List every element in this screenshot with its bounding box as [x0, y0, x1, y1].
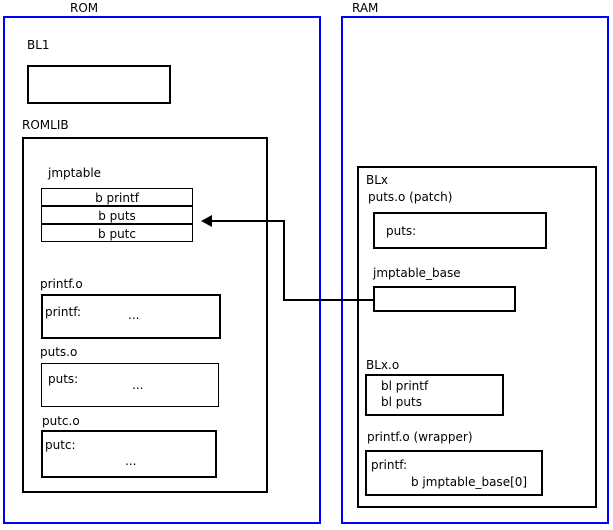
blx-section-label-printf-o-wrapper: printf.o (wrapper)	[367, 430, 473, 444]
romlib-object-symbol: putc:	[45, 438, 76, 452]
romlib-object-box-putc-o: putc: ...	[41, 430, 217, 478]
romlib-object-label-printf-o: printf.o	[40, 277, 83, 291]
connector-segment-vertical	[283, 220, 285, 301]
romlib-object-symbol: printf:	[45, 305, 82, 319]
blx-o-line-bl-puts: bl puts	[381, 395, 422, 409]
romlib-object-label-puts-o: puts.o	[40, 345, 78, 359]
romlib-object-body: ...	[125, 454, 137, 468]
bl1-box	[27, 65, 171, 104]
connector-segment-horizontal-lower	[283, 299, 374, 301]
romlib-object-box-printf-o: printf: ...	[41, 294, 221, 339]
romlib-object-body: ...	[132, 378, 144, 392]
jmptable-entry-label: b putc	[98, 227, 136, 241]
jmptable-entry-b-putc: b putc	[41, 224, 193, 242]
arrow-head-icon	[201, 215, 212, 227]
blx-section-label-blx-o: BLx.o	[366, 358, 400, 372]
blx-o-line-bl-printf: bl printf	[381, 379, 429, 393]
romlib-object-label-putc-o: putc.o	[42, 414, 80, 428]
blx-section-box-printf-o-wrapper: printf: b jmptable_base[0]	[365, 450, 543, 496]
blx-section-label-puts-o-patch: puts.o (patch)	[368, 190, 453, 204]
blx-section-box-blx-o: bl printf bl puts	[365, 374, 504, 416]
jmptable-entry-b-puts: b puts	[41, 206, 193, 224]
jmptable-label: jmptable	[48, 166, 102, 180]
blx-wrapper-body: b jmptable_base[0]	[411, 475, 528, 489]
blx-section-symbol: puts:	[386, 224, 417, 238]
ram-region-label: RAM	[352, 1, 379, 15]
bl1-label: BL1	[27, 38, 50, 52]
romlib-label: ROMLIB	[22, 118, 69, 132]
romlib-object-symbol: puts:	[48, 372, 79, 386]
jmptable-entry-label: b printf	[95, 191, 139, 205]
blx-section-box-jmptable-base	[373, 286, 516, 312]
romlib-object-body: ...	[128, 308, 140, 322]
blx-label: BLx	[366, 173, 389, 187]
blx-section-label-jmptable-base: jmptable_base	[373, 266, 461, 280]
blx-wrapper-symbol: printf:	[371, 458, 408, 472]
jmptable-entry-b-printf: b printf	[41, 188, 193, 206]
rom-region-label: ROM	[70, 1, 99, 15]
connector-segment-horizontal-upper	[211, 220, 285, 222]
blx-section-box-puts-o-patch: puts:	[373, 212, 547, 249]
jmptable-entry-label: b puts	[98, 209, 136, 223]
romlib-object-box-puts-o: puts: ...	[41, 363, 219, 407]
